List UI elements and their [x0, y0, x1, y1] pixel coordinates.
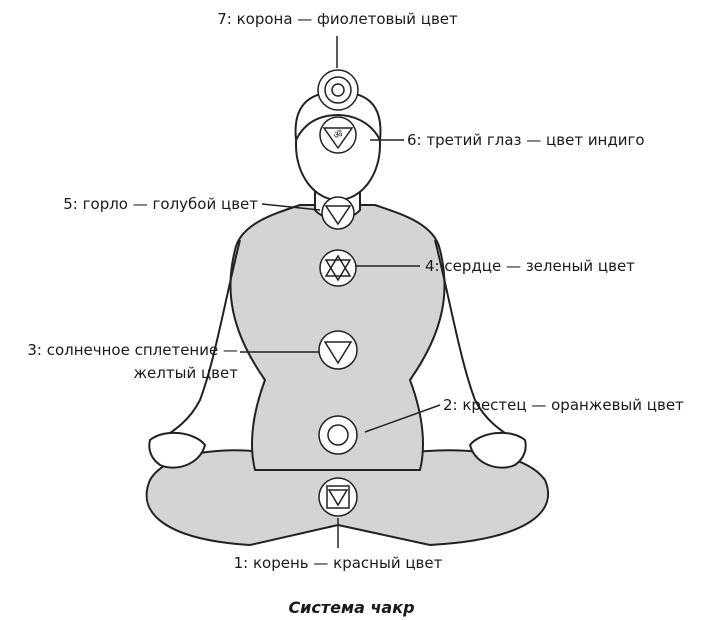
label-root: 1: корень — красный цвет: [233, 554, 443, 572]
sacral-chakra-symbol: [318, 415, 358, 455]
label-solar-plexus-line1: 3: солнечное сплетение —: [27, 341, 238, 359]
svg-text:ॐ: ॐ: [333, 129, 342, 141]
label-heart: 4: сердце — зеленый цвет: [425, 257, 635, 275]
right-arm: [434, 239, 516, 441]
right-hand: [469, 431, 527, 469]
hair: [294, 91, 382, 141]
third-eye-chakra-symbol: ॐ: [319, 116, 357, 154]
label-sacral: 2: крестец — оранжевый цвет: [443, 396, 684, 414]
label-solar-plexus-line2: желтый цвет: [133, 364, 238, 382]
solar-plexus-chakra-symbol: [318, 330, 358, 370]
heart-chakra-symbol: [319, 249, 357, 287]
figure-caption: Система чакр: [288, 598, 415, 617]
left-arm: [159, 239, 241, 441]
label-third-eye: 6: третий глаз — цвет индиго: [407, 131, 645, 149]
left-hand: [148, 431, 206, 469]
label-crown: 7: корона — фиолетовый цвет: [217, 10, 458, 28]
throat-chakra-symbol: [321, 196, 355, 230]
label-throat: 5: горло — голубой цвет: [63, 195, 258, 213]
crown-chakra-symbol: [317, 69, 359, 111]
root-chakra-symbol: [318, 477, 358, 517]
